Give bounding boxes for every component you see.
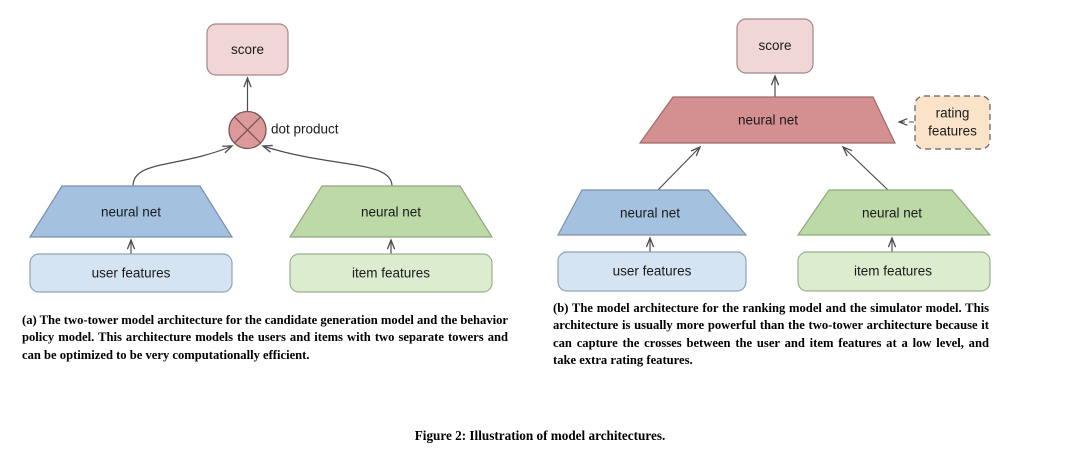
diagram-panel-b: score neural net rating features: [540, 0, 1080, 300]
connector-right-tower-to-dotproduct: [263, 146, 393, 187]
subcaption-a: (a) The two-tower model architecture for…: [22, 313, 508, 362]
node-left-neural-net-a-label: neural net: [101, 205, 161, 220]
node-rating-features: rating features: [914, 95, 991, 150]
dot-product-label: dot product: [271, 122, 339, 137]
node-score-b: score: [736, 18, 814, 74]
node-user-features-b: user features: [557, 251, 747, 292]
connector-right-tower-to-top-net: [843, 147, 889, 191]
two-tower-diagram: score dot product neural net: [28, 23, 494, 293]
diagram-panel-a: score dot product neural net: [0, 0, 540, 300]
ranking-model-diagram: score neural net rating features: [557, 18, 992, 292]
node-rating-features-label-line1: rating: [936, 106, 970, 121]
node-right-neural-net-b: neural net: [796, 189, 992, 236]
node-score-a-label: score: [231, 42, 264, 57]
node-right-neural-net-b-label: neural net: [862, 206, 922, 221]
node-left-neural-net-b-label: neural net: [620, 206, 680, 221]
node-user-features-a-label: user features: [92, 266, 171, 281]
node-dot-product: [228, 110, 267, 150]
node-user-features-b-label: user features: [613, 264, 692, 279]
node-right-neural-net-a: neural net: [288, 185, 494, 238]
node-item-features-b-label: item features: [854, 264, 932, 279]
subcaption-b: (b) The model architecture for the ranki…: [553, 301, 989, 368]
node-right-neural-net-a-label: neural net: [361, 205, 421, 220]
node-score-b-label: score: [758, 38, 791, 53]
node-left-neural-net-a: neural net: [28, 185, 234, 238]
node-item-features-a-label: item features: [352, 266, 430, 281]
node-left-neural-net-b: neural net: [557, 189, 748, 236]
connector-left-tower-to-top-net: [657, 147, 700, 191]
node-rating-features-label-line2: features: [928, 124, 977, 139]
node-score-a: score: [206, 23, 289, 76]
node-item-features-a: item features: [289, 253, 493, 293]
connector-left-tower-to-dotproduct: [132, 146, 232, 187]
node-top-neural-net-b-label: neural net: [738, 113, 798, 128]
node-item-features-b: item features: [797, 251, 991, 292]
figure-caption: Figure 2: Illustration of model architec…: [414, 428, 666, 443]
node-top-neural-net-b: neural net: [638, 96, 896, 144]
node-user-features-a: user features: [29, 253, 233, 293]
